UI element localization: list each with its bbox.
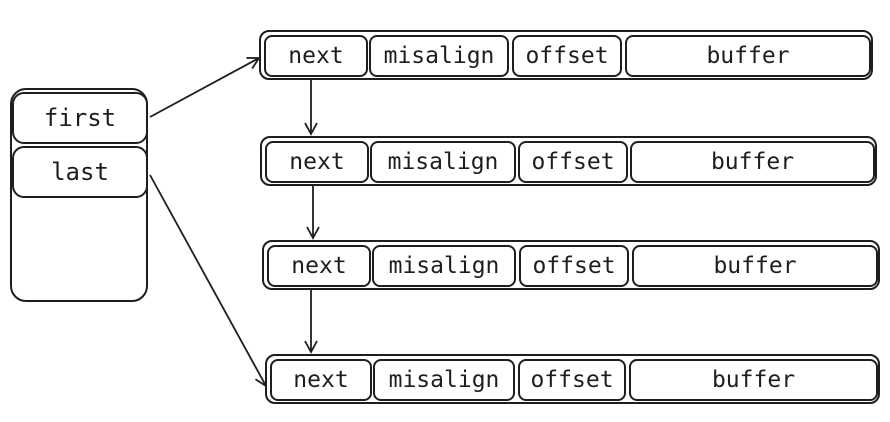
field-misalign-label: misalign <box>388 253 500 279</box>
field-buffer-label: buffer <box>706 43 790 69</box>
last-label: last <box>51 158 109 186</box>
field-buffer: buffer <box>625 35 871 77</box>
first-pointer-cell: first <box>12 92 148 144</box>
field-offset-label: offset <box>531 149 615 175</box>
field-next: next <box>270 359 372 401</box>
field-next-label: next <box>293 367 349 393</box>
field-misalign-label: misalign <box>383 43 495 69</box>
field-next-label: next <box>291 253 347 279</box>
chain-node-3: next misalign offset buffer <box>262 240 880 290</box>
first-to-chain1-arrow <box>149 57 261 118</box>
field-buffer-label: buffer <box>713 253 797 279</box>
chain-node-2: next misalign offset buffer <box>260 136 877 186</box>
field-offset: offset <box>518 141 628 183</box>
field-offset: offset <box>519 245 629 287</box>
field-buffer-label: buffer <box>710 149 795 175</box>
field-offset: offset <box>512 35 622 77</box>
field-misalign-label: misalign <box>388 367 500 393</box>
chain-node-4: next misalign offset buffer <box>265 354 880 404</box>
field-buffer: buffer <box>632 245 878 287</box>
field-buffer: buffer <box>630 141 875 183</box>
field-misalign: misalign <box>369 35 509 77</box>
field-offset: offset <box>518 359 626 401</box>
field-misalign: misalign <box>373 359 515 401</box>
field-misalign-label: misalign <box>387 149 499 175</box>
field-offset-label: offset <box>532 253 616 279</box>
field-next: next <box>265 141 369 183</box>
first-label: first <box>43 104 117 132</box>
field-misalign: misalign <box>372 245 516 287</box>
field-misalign: misalign <box>370 141 516 183</box>
field-buffer-label: buffer <box>711 367 796 393</box>
last-to-chain4-arrow <box>149 174 267 388</box>
field-next-label: next <box>289 149 345 175</box>
field-buffer: buffer <box>629 359 878 401</box>
field-next-label: next <box>288 43 344 69</box>
chain-node-1: next misalign offset buffer <box>259 30 873 80</box>
field-offset-label: offset <box>530 367 614 393</box>
field-offset-label: offset <box>525 43 609 69</box>
field-next: next <box>264 35 368 77</box>
last-pointer-cell: last <box>12 146 148 198</box>
field-next: next <box>267 245 371 287</box>
